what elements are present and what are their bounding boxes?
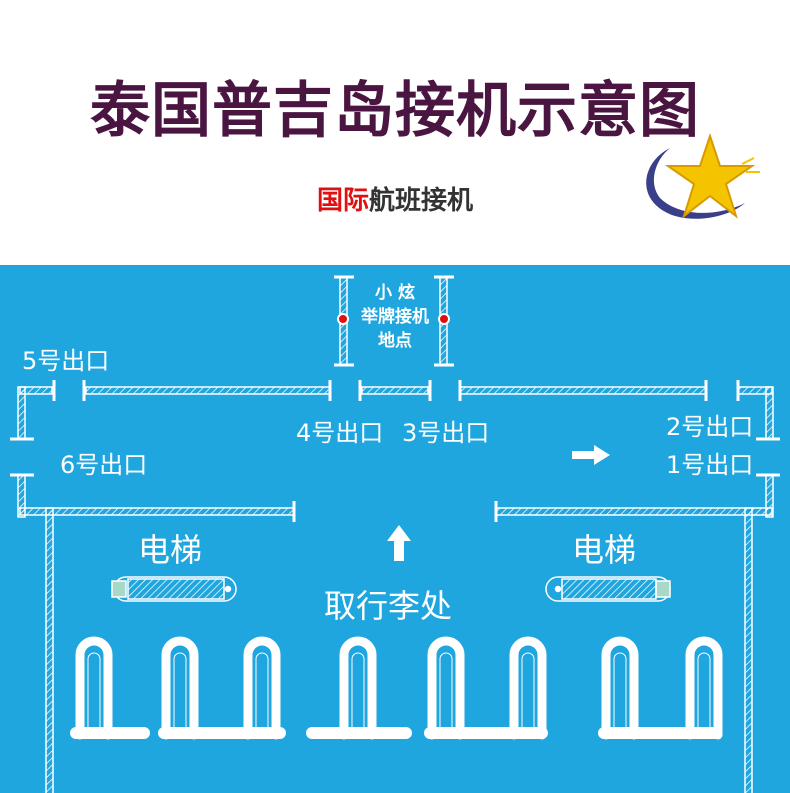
exit-2-label: 2号出口: [666, 413, 754, 441]
subtitle-rest: 航班接机: [369, 186, 474, 216]
meeting-point-sign: 小 炫 举牌接机 地点: [352, 281, 438, 353]
carousel-loop: [685, 636, 723, 740]
baggage-claim-label: 取行李处: [324, 587, 453, 625]
door-posts: [10, 275, 780, 522]
carousel-base: [306, 727, 412, 739]
carousel-loop: [75, 636, 113, 740]
exit-1-label: 1号出口: [666, 451, 754, 479]
carousel-base: [424, 727, 548, 739]
exit-5-label: 5号出口: [22, 347, 110, 375]
page-title: 泰国普吉岛接机示意图: [90, 76, 700, 146]
page-subtitle: 国际航班接机: [0, 180, 790, 217]
carousel-loop: [161, 636, 199, 740]
arrow-up-icon: [387, 525, 411, 561]
escalator-icon: [111, 576, 237, 602]
carousel-loop: [243, 636, 281, 740]
escalator-right-label: 电梯: [572, 531, 637, 569]
carousel-loop: [339, 636, 377, 740]
carousel-loop: [427, 636, 465, 740]
star-logo-icon: [646, 132, 760, 219]
carousel-loop: [509, 636, 547, 740]
escalator-left-label: 电梯: [138, 531, 203, 569]
baggage-carousel-icon: [70, 636, 723, 740]
airport-diagram: [10, 275, 780, 793]
airport-map: 小 炫 举牌接机 地点 5号出口 6号出口 4号出口 3号出口 2号出口 1号出…: [0, 265, 790, 793]
exit-6-label: 6号出口: [60, 451, 148, 479]
exit-3-label: 3号出口: [402, 419, 490, 447]
carousel-loop: [601, 636, 639, 740]
carousel-base: [158, 727, 286, 739]
carousel-base: [598, 727, 722, 739]
subtitle-highlight: 国际: [316, 186, 369, 216]
escalator-icon: [545, 576, 671, 602]
meeting-point-line2: 举牌接机: [361, 307, 429, 327]
exit-4-label: 4号出口: [296, 419, 384, 447]
meeting-markers: [337, 313, 450, 325]
arrow-right-icon: [572, 445, 610, 465]
meeting-point-line1: 小 炫: [375, 283, 415, 303]
meeting-point-line3: 地点: [378, 331, 412, 351]
